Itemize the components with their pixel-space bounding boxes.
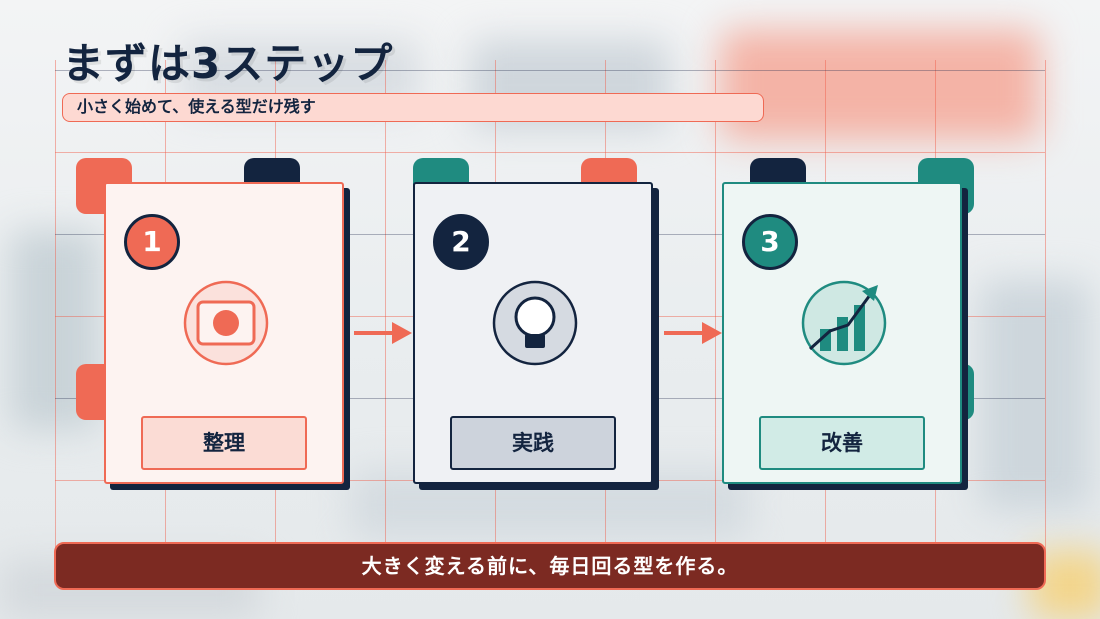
step-number: 1 bbox=[124, 214, 180, 270]
step-card-2: 2 実践 bbox=[385, 158, 660, 490]
step-label: 改善 bbox=[759, 416, 925, 470]
step-card-1: 1 整理 bbox=[76, 158, 351, 490]
step-label: 整理 bbox=[141, 416, 307, 470]
growth-chart-icon bbox=[800, 279, 888, 367]
page-title: まずは3ステップ bbox=[62, 39, 394, 88]
step-card-body: 3 改善 bbox=[722, 182, 962, 484]
step-number: 2 bbox=[433, 214, 489, 270]
step-label: 実践 bbox=[450, 416, 616, 470]
arrow-right-icon bbox=[352, 320, 414, 346]
step-card-3: 3 改善 bbox=[694, 158, 974, 490]
arrow-right-icon bbox=[662, 320, 724, 346]
step-card-body: 1 整理 bbox=[104, 182, 344, 484]
lightbulb-icon bbox=[491, 279, 579, 367]
footer-banner: 大きく変える前に、毎日回る型を作る。 bbox=[54, 542, 1046, 590]
page-subtitle: 小さく始めて、使える型だけ残す bbox=[62, 93, 764, 122]
step-number: 3 bbox=[742, 214, 798, 270]
step-card-body: 2 実践 bbox=[413, 182, 653, 484]
organize-photo-icon bbox=[182, 279, 270, 367]
